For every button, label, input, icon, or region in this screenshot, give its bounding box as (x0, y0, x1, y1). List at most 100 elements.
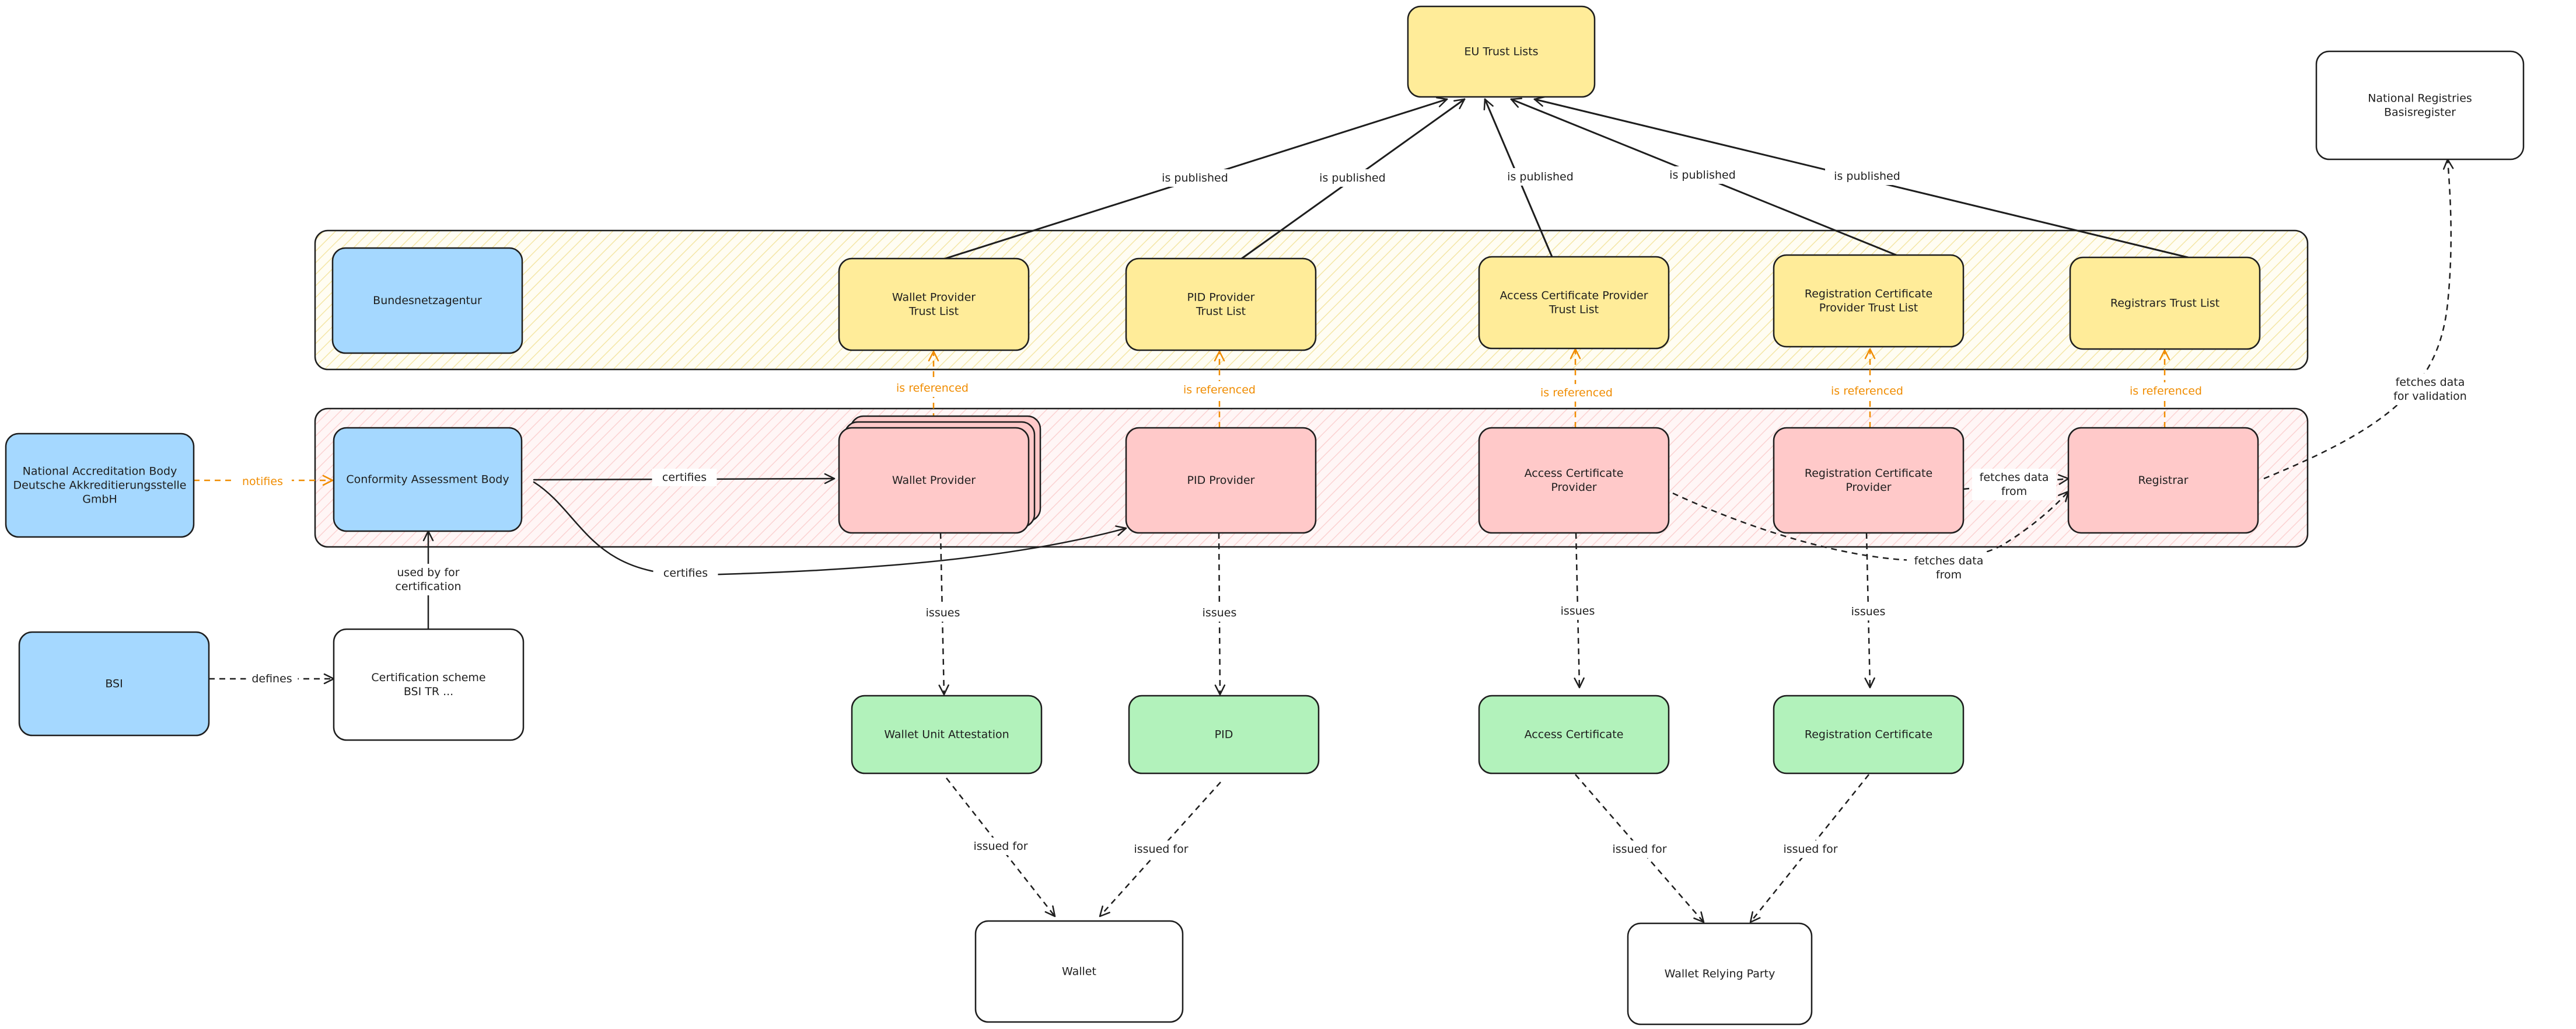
access-certificate-node-box (1478, 695, 1670, 775)
wallet-node[interactable]: Wallet (974, 920, 1184, 1023)
label-is-referenced-3: is referenced (1540, 386, 1613, 399)
wallet-relying-party-node[interactable]: Wallet Relying Party (1627, 922, 1813, 1025)
label-fetches-data-from-2-bg (1907, 552, 1991, 584)
edge-labels-layer: is published is published is published is p… (233, 166, 2479, 858)
label-is-published-1: is published (1162, 172, 1228, 184)
label-defines: defines (251, 672, 292, 685)
access-certificate-node-label: Access Certificate (1525, 728, 1624, 741)
access-certificate-provider-node-box (1478, 427, 1670, 534)
pid-provider-node-box (1125, 427, 1317, 534)
national-registries-node-box (2315, 50, 2525, 161)
referenced-edges (194, 348, 2170, 486)
edge-registrar-fetches-validation (2263, 158, 2454, 480)
label-is-referenced-4-bg (1822, 382, 1913, 400)
pid-node-label: PID (1215, 728, 1233, 741)
label-issues-3: issues (1561, 605, 1595, 618)
label-used-by-for-certification-bg (383, 564, 474, 595)
wallet-node-label: Wallet (1062, 965, 1096, 978)
conformity-assessment-body-node-box (333, 427, 523, 532)
certification-scheme-node-box (333, 628, 525, 741)
label-is-published-3: is published (1507, 170, 1574, 183)
label-issues-4: issues (1851, 605, 1886, 618)
access-certificate-node[interactable]: Access Certificate (1478, 695, 1670, 775)
registration-certificate-provider-trust-list-node-box (1773, 254, 1965, 348)
registrars-trust-list-node-box (2069, 256, 2261, 350)
pid-node-box (1128, 695, 1320, 775)
wallet-provider-node[interactable]: Wallet Provider (838, 427, 1030, 534)
label-issues-2-bg (1197, 604, 1242, 622)
wallet-relying-party-node-box (1627, 922, 1813, 1025)
label-is-published-2-bg (1310, 169, 1394, 187)
label-is-referenced-2-bg (1174, 381, 1265, 399)
registration-certificate-node-label: Registration Certificate (1805, 728, 1932, 741)
label-is-referenced-2: is referenced (1183, 383, 1256, 396)
label-is-published-1-bg (1153, 169, 1237, 187)
registration-certificate-node[interactable]: Registration Certificate (1773, 695, 1965, 775)
label-is-published-5: is published (1834, 170, 1900, 183)
label-issues-1: issues (926, 606, 960, 619)
pid-provider-node-label: PID Provider (1187, 474, 1255, 487)
conformity-assessment-body-node[interactable]: Conformity Assessment Body (333, 427, 523, 532)
label-notifies: notifies (242, 475, 283, 488)
label-issues-1-bg (920, 604, 966, 622)
label-issues-2: issues (1203, 606, 1237, 619)
wallet-provider-node-label: Wallet Provider (892, 474, 976, 487)
bsi-node[interactable]: BSI (18, 631, 210, 737)
label-is-referenced-4: is referenced (1831, 385, 1903, 397)
label-certifies-2-bg (653, 564, 718, 582)
label-is-published-3-bg (1498, 168, 1582, 186)
wallet-provider-trust-list-node-box (838, 257, 1030, 351)
label-issued-for-2: issued for (1134, 843, 1188, 856)
registrar-node[interactable]: Registrar (2067, 427, 2259, 534)
label-certifies-1: certifies (662, 471, 707, 484)
conformity-assessment-body-node-label: Conformity Assessment Body (346, 473, 509, 486)
label-issues-4-bg (1846, 603, 1891, 620)
edge-cab-certifies-pid-provider (533, 481, 1127, 576)
access-certificate-provider-trust-list-node-box (1478, 256, 1670, 350)
label-is-published-2: is published (1319, 172, 1386, 184)
bundesnetzagentur-node[interactable]: Bundesnetzagentur (331, 247, 523, 354)
label-notifies-bg (233, 473, 292, 490)
wallet-provider-node-box (838, 427, 1030, 534)
wallet-unit-attestation-node-label: Wallet Unit Attestation (884, 728, 1009, 741)
pid-provider-trust-list-node-box (1125, 257, 1317, 351)
registration-certificate-provider-node-box (1773, 427, 1965, 534)
label-issued-for-4-bg (1775, 840, 1846, 858)
label-certifies-2: certifies (663, 567, 708, 580)
pid-node[interactable]: PID (1128, 695, 1320, 775)
label-issued-for-1-bg (965, 838, 1036, 855)
registrars-trust-list-node-label: Registrars Trust List (2110, 297, 2220, 310)
wallet-unit-attestation-node[interactable]: Wallet Unit Attestation (851, 695, 1043, 775)
eu-trust-lists-node-box (1407, 5, 1596, 98)
pid-provider-node[interactable]: PID Provider (1125, 427, 1317, 534)
eu-trust-lists-node[interactable]: EU Trust Lists (1407, 5, 1596, 98)
bsi-node-label: BSI (105, 678, 123, 690)
registration-certificate-node-box (1773, 695, 1965, 775)
wallet-relying-party-node-label: Wallet Relying Party (1665, 968, 1775, 981)
registrars-trust-list-node[interactable]: Registrars Trust List (2069, 256, 2261, 350)
label-issued-for-4: issued for (1783, 843, 1837, 856)
label-issued-for-2-bg (1126, 840, 1197, 858)
label-is-referenced-3-bg (1531, 384, 1622, 402)
label-is-referenced-1-bg (887, 379, 978, 397)
